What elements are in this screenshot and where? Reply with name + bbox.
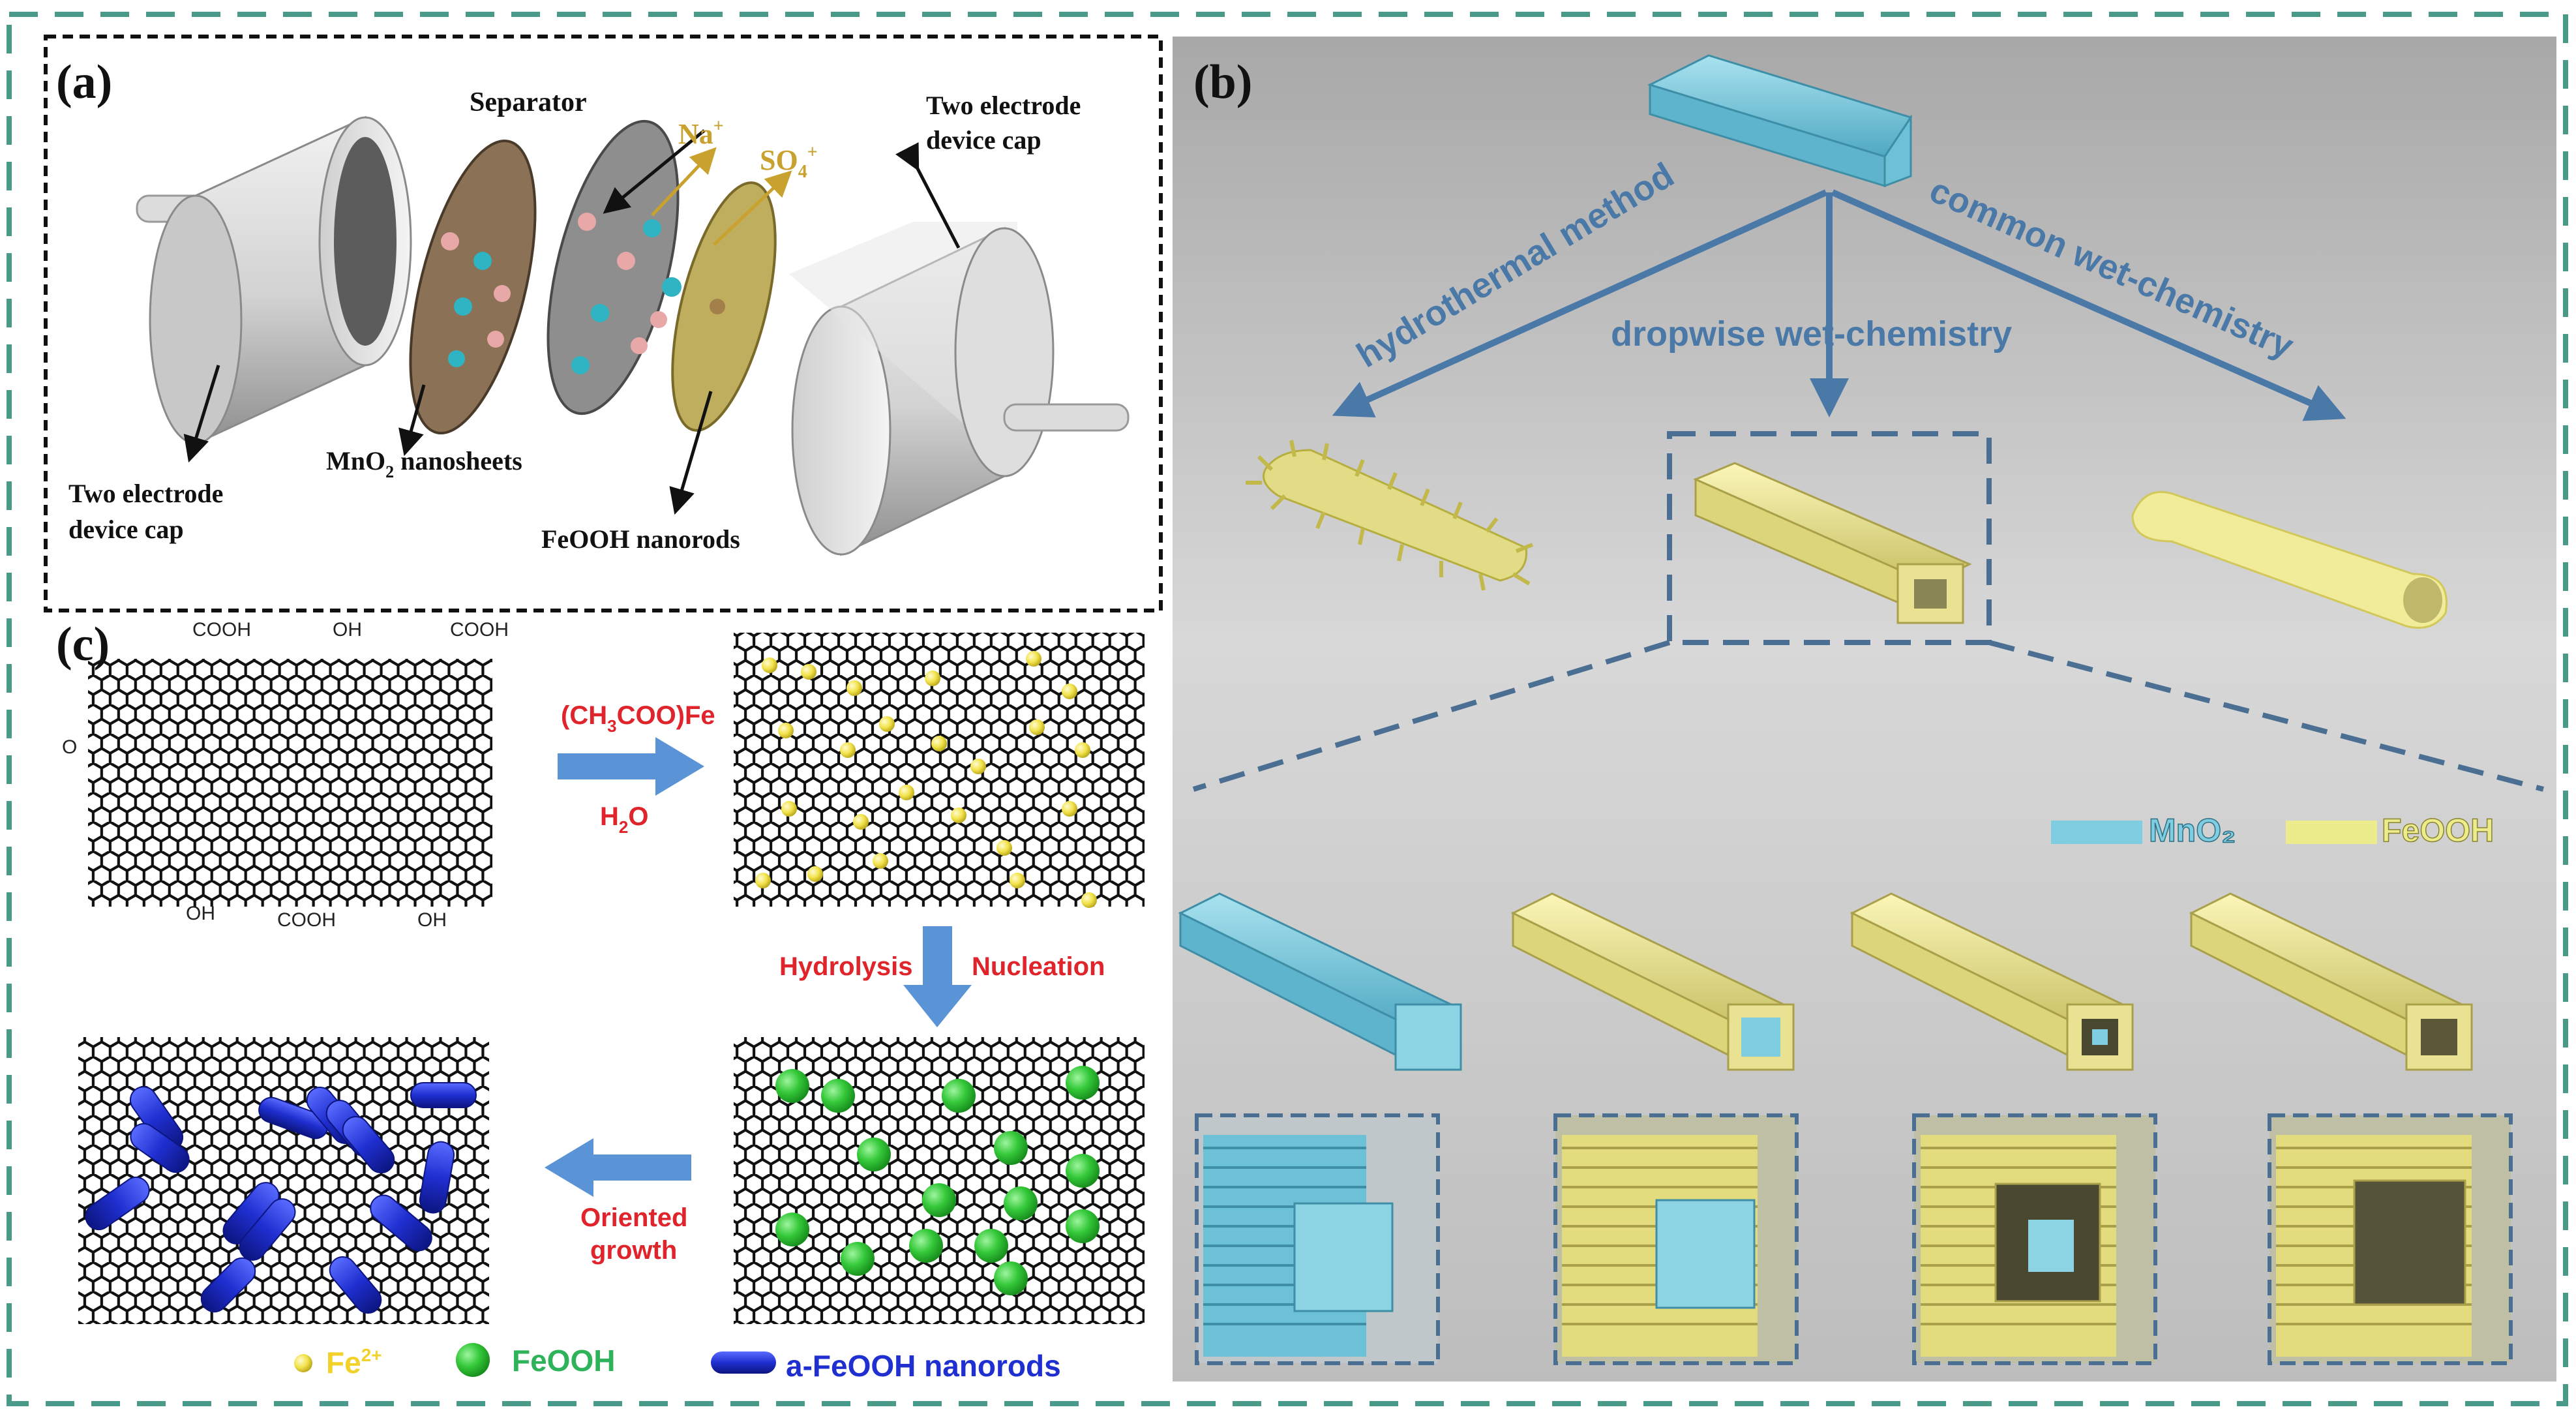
stage-rod-2 bbox=[1510, 892, 1795, 1071]
oriented-growth-arrow bbox=[545, 1138, 691, 1197]
mno2-label: MnO2 nanosheets bbox=[326, 446, 522, 481]
go-cooh-1: COOH bbox=[192, 619, 251, 641]
fe-ions bbox=[755, 651, 1097, 908]
stage-rod-4 bbox=[2189, 892, 2473, 1071]
panel-c: (c) COOH OH COOH OH COOH OH O (CH3COO)Fe… bbox=[56, 618, 1145, 1383]
oriented-growth-label: Oriented growth bbox=[580, 1203, 695, 1265]
go-oh-2: OH bbox=[186, 903, 215, 924]
legend-mno2-label: MnO₂ bbox=[2149, 812, 2236, 849]
reagent-arrow bbox=[558, 737, 704, 796]
outer-frame bbox=[7, 12, 2568, 1406]
panel-b-legend: MnO₂ FeOOH bbox=[2051, 811, 2494, 849]
mno2-template-bar bbox=[1647, 54, 1913, 188]
feooh-disc bbox=[671, 181, 777, 432]
cross-section-4 bbox=[2268, 1113, 2513, 1365]
separator-label: Separator bbox=[470, 87, 587, 117]
go-cooh-2: COOH bbox=[450, 619, 509, 641]
legend-feooh-label: FeOOH bbox=[512, 1344, 615, 1378]
graphene-oxide-sheet bbox=[88, 659, 492, 907]
dropwise-highlight-box bbox=[1667, 431, 1992, 645]
panel-a: (a) bbox=[44, 35, 1163, 612]
go-cooh-3: COOH bbox=[277, 909, 336, 931]
method-dropwise: dropwise wet-chemistry bbox=[1611, 314, 2012, 354]
left-cap-label: Two electrode device cap bbox=[68, 479, 230, 544]
legend-mno2-swatch bbox=[2051, 821, 2142, 844]
panel-b-label: (b) bbox=[1193, 55, 1252, 109]
feooh-nanorods bbox=[85, 1082, 477, 1314]
cross-section-3 bbox=[1912, 1113, 2157, 1365]
right-cap-label: Two electrode device cap bbox=[926, 91, 1087, 155]
cross-section-2 bbox=[1553, 1113, 1799, 1365]
stage-rod-1 bbox=[1178, 892, 1462, 1071]
stage-rod-3 bbox=[1850, 892, 2134, 1071]
go-oh-1: OH bbox=[333, 619, 362, 641]
arrow-to-hydrothermal bbox=[1332, 189, 1828, 417]
right-device-cap-illustration bbox=[789, 222, 1130, 556]
legend-feooh-sphere bbox=[456, 1343, 490, 1377]
panel-b: (b) hydrothermal method dropwise wet-che… bbox=[1173, 37, 2556, 1381]
nucleation-label: Nucleation bbox=[972, 952, 1105, 981]
mno2-disc bbox=[409, 139, 537, 435]
hydrolysis-label: Hydrolysis bbox=[779, 952, 913, 981]
panel-c-legend: Fe2+ FeOOH a-FeOOH nanorods bbox=[294, 1343, 1061, 1383]
hydrothermal-product-rod bbox=[1246, 440, 1534, 591]
legend-feooh-swatch bbox=[2286, 821, 2377, 844]
legend-rod-swatch bbox=[711, 1351, 776, 1374]
reagent-label: (CH3COO)Fe bbox=[561, 701, 715, 736]
dropwise-product-tube bbox=[1693, 462, 1972, 624]
legend-fe-label: Fe2+ bbox=[326, 1345, 382, 1380]
feooh-spheres bbox=[775, 1066, 1100, 1295]
legend-feooh-label: FeOOH bbox=[2382, 812, 2494, 849]
hydrolysis-arrow bbox=[903, 926, 972, 1027]
so4-ion-label: SO4+ bbox=[760, 142, 818, 182]
arrow-to-common bbox=[1831, 189, 2346, 421]
panel-a-label: (a) bbox=[56, 55, 112, 109]
legend-fe-dot bbox=[294, 1354, 312, 1372]
left-device-cap-illustration bbox=[136, 115, 412, 445]
go-oh-3: OH bbox=[417, 909, 447, 931]
fe-ion-sheet bbox=[734, 633, 1145, 907]
cross-section-1 bbox=[1195, 1113, 1440, 1365]
feooh-nanorods-label: FeOOH nanorods bbox=[541, 524, 740, 554]
na-ion-label: Na+ bbox=[678, 116, 724, 150]
water-label: H2O bbox=[600, 802, 648, 837]
go-epoxy-o: O bbox=[62, 736, 77, 758]
common-product-tube bbox=[2131, 490, 2448, 629]
legend-rods-label: a-FeOOH nanorods bbox=[786, 1349, 1061, 1383]
